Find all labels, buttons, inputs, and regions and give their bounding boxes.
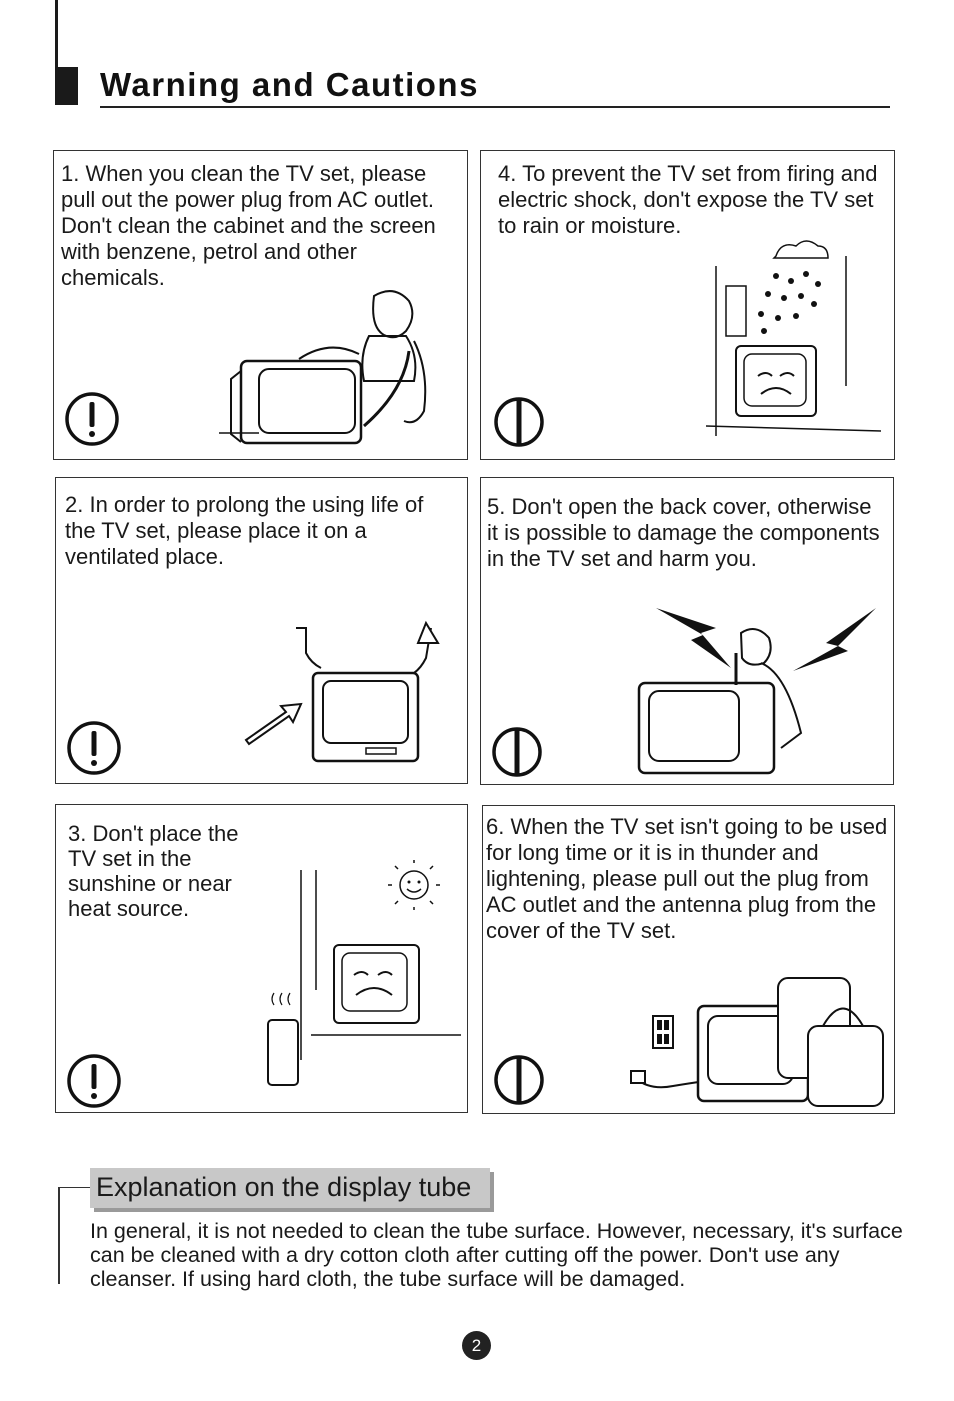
prohibition-icon <box>494 1055 544 1105</box>
sunshine-heat-illustration <box>267 860 461 1086</box>
explanation-body: In general, it is not needed to clean th… <box>90 1219 903 1291</box>
explanation-heading: Explanation on the display tube <box>96 1172 472 1202</box>
ventilated-tv-illustration <box>244 620 440 763</box>
caution-text-2: 2. In order to prolong the using life of… <box>65 492 424 569</box>
caution-text-6: 6. When the TV set isn't going to be use… <box>486 814 888 943</box>
section-bracket-tick <box>58 1187 90 1188</box>
tv-rain-illustration <box>706 240 882 436</box>
cleaning-tv-illustration <box>219 290 427 445</box>
caution-text-3: 3. Don't place the TV set in the sunshin… <box>68 821 239 921</box>
caution-panel-6: 6. When the TV set isn't going to be use… <box>482 805 895 1114</box>
explanation-heading-box: Explanation on the display tube <box>90 1168 490 1208</box>
page-title: Warning and Cautions <box>100 66 479 103</box>
title-accent-block <box>55 67 78 105</box>
exclamation-icon <box>65 392 119 446</box>
exclamation-icon <box>67 1054 121 1108</box>
caution-text-4: 4. To prevent the TV set from firing and… <box>498 161 878 238</box>
section-bracket <box>58 1187 60 1284</box>
prohibition-icon <box>492 727 542 777</box>
electric-shock-illustration <box>637 608 876 775</box>
caution-panel-2: 2. In order to prolong the using life of… <box>55 477 468 784</box>
caution-panel-3: 3. Don't place the TV set in the sunshin… <box>55 804 468 1113</box>
caution-panel-4: 4. To prevent the TV set from firing and… <box>480 150 895 460</box>
title-accent-bar <box>55 0 58 105</box>
prohibition-icon <box>494 397 544 447</box>
title-underline <box>100 106 890 108</box>
page-number: 2 <box>462 1331 491 1360</box>
caution-panel-1: 1. When you clean the TV set, please pul… <box>53 150 468 460</box>
caution-panel-5: 5. Don't open the back cover, otherwise … <box>480 477 894 785</box>
caution-text-1: 1. When you clean the TV set, please pul… <box>61 161 436 290</box>
caution-text-5: 5. Don't open the back cover, otherwise … <box>487 494 880 571</box>
unplug-tv-illustration <box>630 977 884 1107</box>
exclamation-icon <box>67 721 121 775</box>
